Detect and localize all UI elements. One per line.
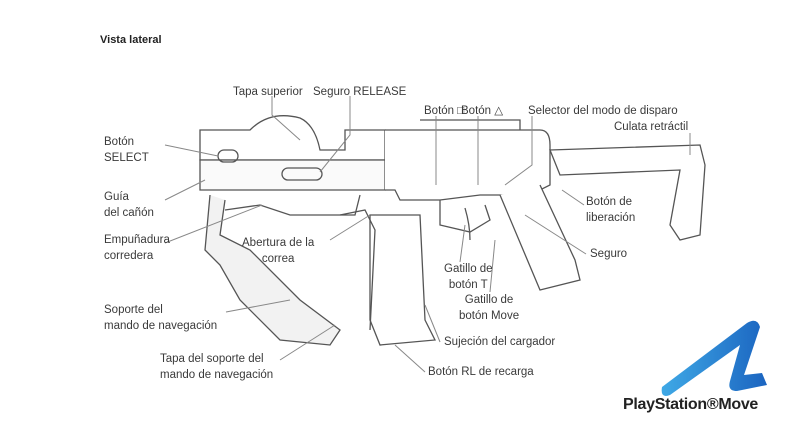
logo-text: PlayStation®Move — [623, 396, 759, 413]
label-line: liberación — [586, 212, 636, 224]
label-seguro: Seguro — [590, 248, 628, 260]
label-line: mando de navegación — [160, 369, 274, 381]
label-line: Empuñadura — [104, 234, 170, 246]
label-line: botón T — [448, 279, 488, 291]
label-line: Gatillo de — [464, 294, 514, 306]
label-line: Gatillo de — [444, 263, 493, 275]
label-seguro-release: Seguro RELEASE — [313, 86, 407, 98]
label-boton-cuadrado: Botón □ — [424, 105, 465, 117]
label-line: Abertura de la — [242, 237, 315, 249]
playstation-move-logo — [661, 320, 767, 396]
label-tapa-soporte: Tapa del soporte del mando de navegación — [160, 351, 273, 383]
label-line: Soporte del — [104, 304, 163, 316]
label-line: SELECT — [104, 152, 149, 164]
label-tapa-superior: Tapa superior — [233, 86, 303, 98]
label-empunadura: Empuñadura corredera — [104, 232, 170, 264]
label-guia: Guía del cañón — [104, 189, 154, 221]
label-line: Botón de — [586, 196, 633, 208]
label-line: del cañón — [104, 207, 154, 219]
label-line: mando de navegación — [104, 320, 218, 332]
label-gatillo-t: Gatillo de botón T — [444, 261, 493, 293]
label-selector: Selector del modo de disparo — [528, 105, 678, 117]
label-line: Tapa del soporte del — [160, 353, 264, 365]
label-soporte: Soporte del mando de navegación — [104, 302, 217, 334]
page-title: Vista lateral — [100, 34, 162, 46]
label-gatillo-move: Gatillo de botón Move — [459, 292, 519, 324]
label-sujecion: Sujeción del cargador — [444, 336, 556, 348]
label-boton-rl: Botón RL de recarga — [428, 366, 534, 378]
label-culata: Culata retráctil — [614, 121, 689, 133]
label-line: botón Move — [459, 310, 520, 322]
label-line: Guía — [104, 191, 129, 203]
label-line: Botón — [104, 136, 135, 148]
label-line: correa — [261, 253, 295, 265]
label-abertura: Abertura de la correa — [242, 235, 314, 267]
label-boton-triangulo: Botón △ — [461, 105, 504, 117]
label-liberacion: Botón de liberación — [586, 194, 635, 226]
label-line: corredera — [104, 250, 154, 262]
